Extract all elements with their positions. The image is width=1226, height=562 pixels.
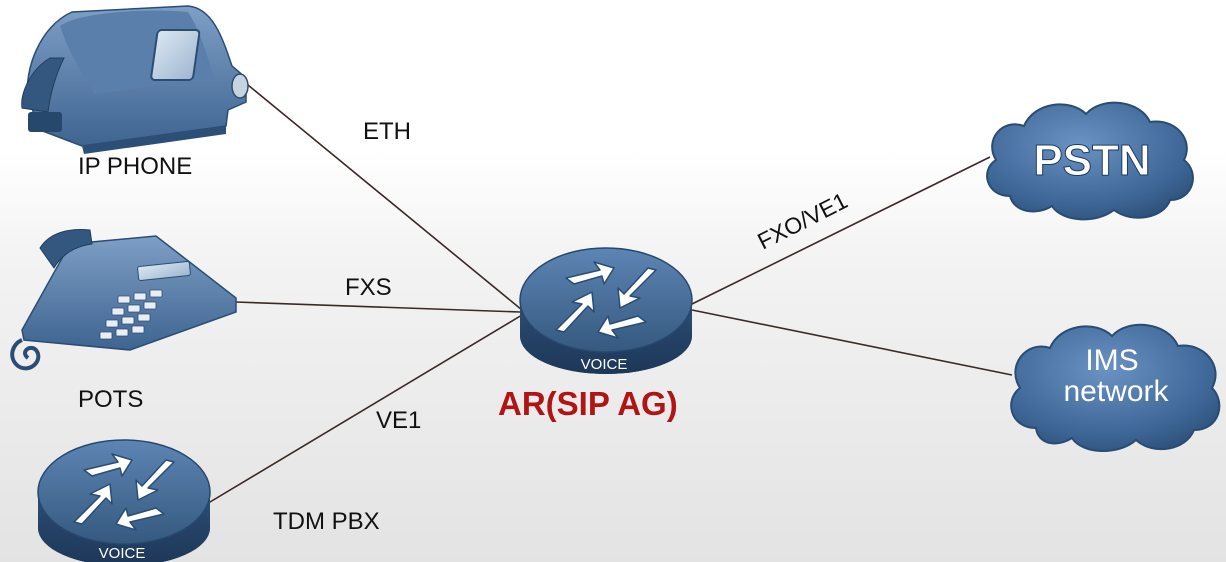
pots-phone-icon (10, 229, 237, 371)
link-label-eth: ETH (363, 118, 411, 145)
link-ve1 (204, 314, 523, 506)
tdm-pbx-label: TDM PBX (273, 508, 380, 535)
pstn-label: PSTN (1033, 136, 1150, 185)
pstn-cloud-icon: PSTN (986, 101, 1194, 221)
pots-label: POTS (78, 386, 144, 413)
tdm-pbx-router-icon: VOICE (37, 439, 211, 562)
link-label-fxo-ve1: FXO/VE1 (753, 187, 851, 254)
ar-router-icon: VOICE (519, 247, 693, 374)
link-ims (691, 309, 1013, 376)
link-label-ve1: VE1 (376, 407, 422, 434)
link-fxo-ve1 (691, 156, 991, 305)
ar-router-badge: VOICE (581, 356, 628, 373)
link-label-fxs: FXS (345, 274, 392, 301)
ims-label-line2: network (1063, 375, 1169, 408)
link-fxs (234, 301, 521, 313)
ims-label-line1: IMS (1085, 344, 1138, 377)
link-eth (247, 84, 523, 311)
ar-router-label: AR(SIP AG) (498, 385, 678, 422)
connection-lines (204, 84, 1013, 506)
tdm-pbx-router-badge: VOICE (99, 545, 146, 562)
ip-phone-icon (21, 5, 249, 154)
ims-network-cloud-icon: IMS network (1010, 323, 1221, 453)
ip-phone-label: IP PHONE (78, 153, 193, 180)
